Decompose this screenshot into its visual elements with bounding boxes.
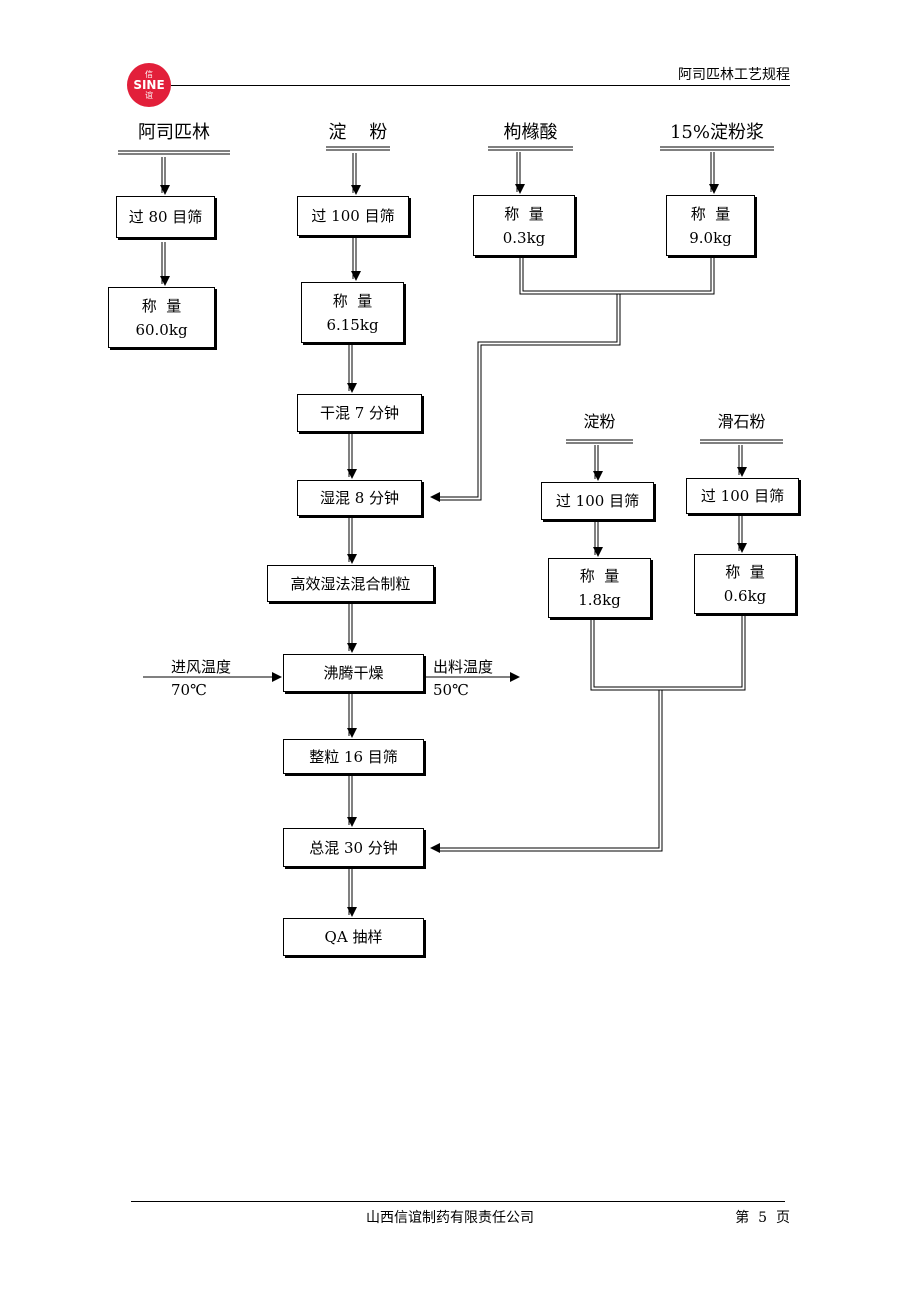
dry-mix-box: 干混 7 分钟 — [297, 394, 422, 432]
sizing-text: 整粒 16 目筛 — [309, 747, 398, 766]
down-arrows — [160, 152, 747, 917]
lubricant-starch-weigh-value: 1.8kg — [578, 591, 621, 609]
talc-header: 滑石粉 — [717, 412, 766, 431]
lubricant-starch-sieve-text: 过 100 目筛 — [555, 492, 640, 510]
header-rule — [171, 85, 790, 86]
starch-sieve-box: 过 100 目筛 — [297, 196, 409, 236]
starch-paste-weigh-label: 称 量 — [690, 204, 731, 223]
final-mix-text: 总混 30 分钟 — [309, 838, 398, 857]
starch-weigh-label: 称 量 — [332, 291, 373, 310]
aspirin-sieve-text: 过 80 目筛 — [128, 208, 203, 226]
outlet-temp-label: 出料温度 — [433, 658, 494, 676]
footer-company: 山西信谊制药有限责任公司 — [366, 1210, 534, 1226]
citric-acid-header: 枸橼酸 — [503, 122, 558, 143]
qa-sampling-box: QA 抽样 — [283, 918, 424, 956]
granulation-text: 高效湿法混合制粒 — [290, 574, 411, 593]
citric-acid-weigh-value: 0.3kg — [502, 228, 546, 247]
talc-sieve-text: 过 100 目筛 — [700, 487, 785, 505]
lubricant-starch-sieve-box: 过 100 目筛 — [541, 482, 654, 520]
talc-weigh-box: 称 量 0.6kg — [694, 554, 796, 614]
starch-header: 淀 粉 — [328, 122, 388, 143]
aspirin-sieve-box: 过 80 目筛 — [116, 196, 215, 238]
sizing-box: 整粒 16 目筛 — [283, 739, 424, 774]
lubricant-starch-header: 淀粉 — [583, 412, 616, 431]
inlet-temp-label: 进风温度 — [171, 658, 232, 676]
qa-sampling-text: QA 抽样 — [324, 928, 383, 946]
starch-weigh-box: 称 量 6.15kg — [301, 282, 404, 343]
footer-page-number: 第 5 页 — [735, 1210, 790, 1226]
lubricant-starch-weigh-box: 称 量 1.8kg — [548, 558, 651, 618]
aspirin-weigh-box: 称 量 60.0kg — [108, 287, 215, 348]
final-mix-box: 总混 30 分钟 — [283, 828, 424, 867]
header-title: 阿司匹林工艺规程 — [678, 67, 790, 83]
paste-merge-line — [440, 258, 715, 501]
starch-paste-weigh-value: 9.0kg — [689, 228, 732, 247]
inlet-temp-value: 70℃ — [171, 681, 207, 699]
starch-paste-weigh-box: 称 量 9.0kg — [666, 195, 755, 256]
starch-paste-header: 15%淀粉浆 — [669, 122, 764, 143]
starch-weigh-value: 6.15kg — [326, 315, 379, 334]
company-logo: 信 SINE 谊 — [127, 63, 171, 107]
talc-sieve-box: 过 100 目筛 — [686, 478, 799, 514]
lubricant-starch-weigh-label: 称 量 — [579, 567, 620, 585]
outlet-temp-value: 50℃ — [433, 681, 469, 699]
dry-mix-text: 干混 7 分钟 — [319, 404, 400, 422]
fluid-bed-dry-text: 沸腾干燥 — [323, 664, 384, 682]
starch-sieve-text: 过 100 目筛 — [311, 207, 395, 225]
aspirin-header: 阿司匹林 — [138, 122, 210, 143]
talc-weigh-label: 称 量 — [725, 563, 765, 581]
granulation-box: 高效湿法混合制粒 — [267, 565, 434, 602]
fluid-bed-dry-box: 沸腾干燥 — [283, 654, 424, 692]
aspirin-weigh-value: 60.0kg — [135, 320, 188, 339]
wet-mix-text: 湿混 8 分钟 — [319, 489, 400, 507]
aspirin-weigh-label: 称 量 — [141, 296, 182, 315]
talc-weigh-value: 0.6kg — [723, 587, 767, 605]
wet-mix-box: 湿混 8 分钟 — [297, 480, 422, 516]
header-underlines — [118, 146, 783, 444]
citric-acid-weigh-label: 称 量 — [504, 204, 544, 223]
footer-rule — [131, 1201, 785, 1202]
citric-acid-weigh-box: 称 量 0.3kg — [473, 195, 575, 256]
lubricant-merge-line — [440, 616, 746, 852]
